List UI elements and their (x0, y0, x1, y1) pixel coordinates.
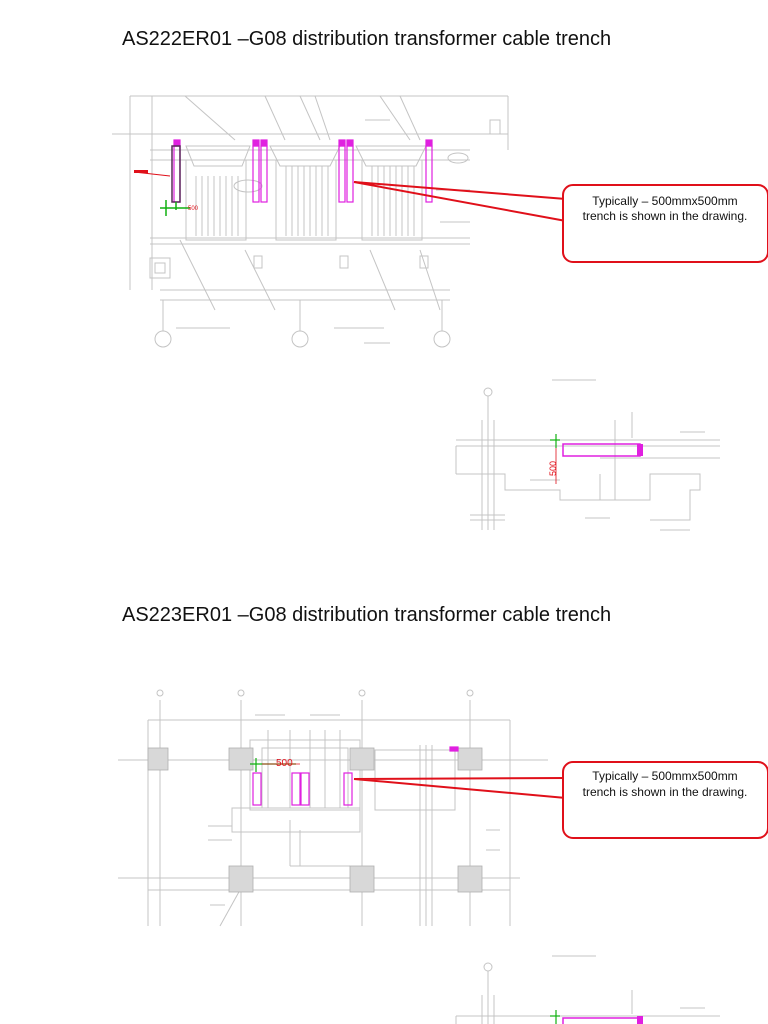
section1-trench-highlight: 500 (133, 145, 199, 216)
section2-plan-dimension: 500 (276, 758, 293, 769)
section2-section-detail (455, 955, 720, 1024)
section1-callout-line1: Typically – 500mmx500mm (592, 194, 737, 208)
section2-trench-markings (252, 746, 459, 806)
section1-callout: Typically – 500mmx500mm trench is shown … (353, 181, 768, 263)
section1-trench-markings (173, 139, 433, 203)
section1-section-trench: 500 (548, 434, 643, 484)
section1-section-dimension: 500 (548, 461, 558, 476)
section1-callout-line2: trench is shown in the drawing. (583, 209, 748, 223)
section2-title: AS223ER01 –G08 distribution transformer … (122, 604, 612, 626)
section1-plan-drawing (112, 95, 509, 348)
section2-column-blocks (147, 747, 483, 893)
section1-section-detail (455, 379, 720, 531)
section2-callout: Typically – 500mmx500mm trench is shown … (353, 761, 768, 839)
section2-plan-dimension-group: 500 (250, 758, 300, 772)
section2-callout-line1: Typically – 500mmx500mm (592, 769, 737, 783)
section1-plan-dimension: 500 (188, 206, 199, 212)
section2-section-trench (550, 1010, 643, 1024)
section2-plan-drawing (118, 689, 548, 927)
section1-title: AS222ER01 –G08 distribution transformer … (122, 28, 612, 50)
section2-callout-line2: trench is shown in the drawing. (583, 785, 748, 799)
